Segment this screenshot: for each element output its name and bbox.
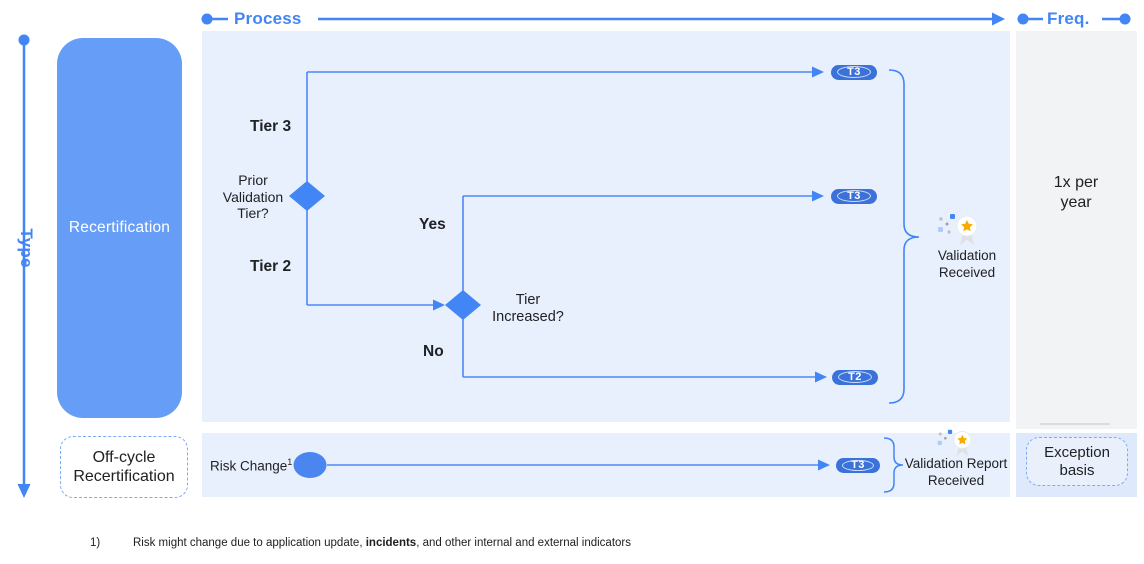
freq-axis-dot-left: [1017, 13, 1029, 25]
exception-basis-box: Exception basis: [1026, 437, 1128, 486]
offcycle-flow-panel: [202, 433, 1010, 497]
footnote-text-after: , and other internal and external indica…: [416, 537, 632, 549]
tier-pill-top-label: T3: [847, 66, 861, 78]
tier-pill-middle-label: T3: [847, 190, 861, 202]
exception-basis-label: Exception basis: [1044, 443, 1110, 479]
freq-axis-dot-right: [1119, 13, 1131, 25]
footnote-bold-word: incidents: [365, 537, 417, 549]
risk-change-label: Risk Change1: [210, 457, 292, 474]
tier-pill-bottom: T2: [832, 369, 878, 385]
tier-pill-offcycle-label: T3: [851, 459, 865, 472]
type-axis-arrowhead-icon: [17, 484, 31, 498]
offcycle-row-label: Off-cycle Recertification: [73, 449, 175, 485]
frequency-1x-per-year: 1x per year: [1053, 174, 1099, 211]
footnote-text-before: Risk might change due to application upd…: [133, 537, 366, 549]
footnote-number: 1): [90, 537, 101, 549]
offcycle-row-box: Off-cycle Recertification: [60, 436, 188, 498]
tier-pill-top: T3: [831, 64, 877, 80]
type-axis-label: Type: [17, 228, 36, 268]
frequency-panel: [1016, 31, 1137, 429]
decision2-label: Tier Increased?: [492, 292, 564, 325]
tier2-branch-label: Tier 2: [250, 258, 292, 275]
no-branch-label: No: [423, 343, 444, 360]
recertification-flow-panel: [202, 31, 1010, 422]
type-axis-dot: [18, 34, 30, 46]
risk-change-footnote-marker: 1: [287, 457, 293, 467]
recertification-row-label: Recertification: [68, 219, 171, 236]
validation-report-received-label: Validation Report Received: [904, 456, 1008, 488]
recertification-row-box: Recertification: [57, 38, 182, 418]
footnote-text: Risk might change due to application upd…: [133, 537, 631, 549]
tier3-branch-label: Tier 3: [250, 118, 292, 135]
decision1-label: Prior Validation Tier?: [222, 172, 284, 221]
process-axis-arrowhead-icon: [992, 12, 1005, 26]
yes-branch-label: Yes: [419, 216, 446, 233]
tier-pill-offcycle: T3: [836, 458, 880, 473]
risk-change-text: Risk Change: [210, 458, 288, 474]
freq-axis-label: Freq.: [1047, 9, 1090, 28]
process-axis-dot: [201, 13, 213, 25]
tier-pill-bottom-label: T2: [848, 371, 862, 383]
validation-received-label: Validation Received: [937, 248, 997, 280]
tier-pill-middle: T3: [831, 188, 877, 204]
process-axis-label: Process: [234, 9, 302, 28]
